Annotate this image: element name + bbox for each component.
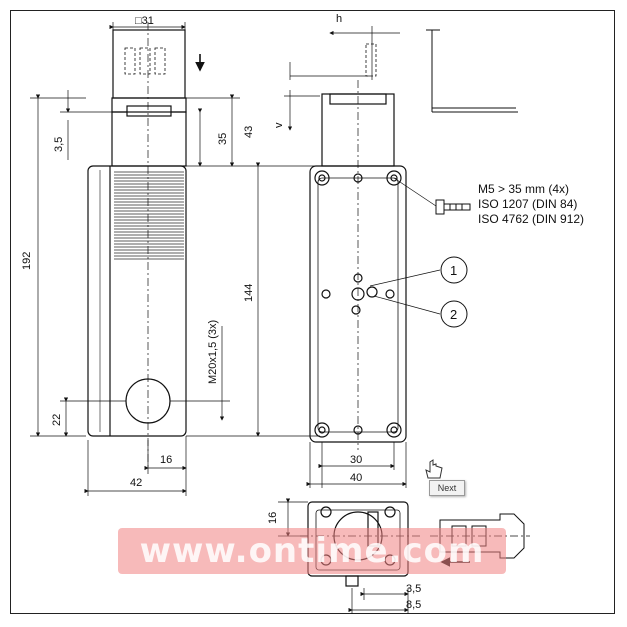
callout-1: 1	[440, 256, 468, 284]
actuator-hidden-lines	[124, 47, 166, 75]
screw-note-line3: ISO 4762 (DIN 912)	[478, 212, 584, 226]
side-view	[87, 22, 205, 470]
side-view-dims	[30, 22, 320, 496]
offset-v-label: v	[273, 122, 285, 128]
dim-30: 30	[350, 454, 362, 466]
dim-42: 42	[130, 477, 142, 489]
dim-8-5: 8,5	[406, 599, 421, 611]
watermark-banner	[118, 528, 506, 574]
screw-icon	[435, 199, 471, 215]
dim-144: 144	[243, 284, 255, 302]
dim-top-width: □31	[135, 15, 154, 27]
dim-43: 43	[243, 126, 255, 138]
callout-2: 2	[440, 300, 468, 328]
offset-detail	[365, 29, 518, 113]
next-button[interactable]: Next	[429, 480, 465, 496]
dim-22: 22	[51, 414, 63, 426]
offset-h-label: h	[336, 13, 342, 25]
dim-35: 35	[217, 133, 229, 145]
drawing-frame	[10, 10, 615, 614]
callout-1-label: 1	[450, 263, 457, 278]
dim-192: 192	[21, 252, 33, 270]
dim-3-5-left: 3,5	[53, 137, 65, 152]
mounting-holes	[314, 170, 402, 438]
front-view	[309, 80, 407, 450]
dim-thread: M20x1,5 (3x)	[207, 320, 219, 384]
dim-3-5-bottom: 3,5	[406, 583, 421, 595]
dim-40: 40	[350, 472, 362, 484]
front-view-dims	[284, 26, 441, 488]
hand-cursor-icon	[425, 459, 443, 479]
screw-note-line1: M5 > 35 mm (4x)	[478, 182, 569, 196]
callout-2-label: 2	[450, 307, 457, 322]
dim-16-left: 16	[267, 512, 279, 524]
dim-16-bottom: 16	[160, 454, 172, 466]
release-mechanism	[351, 273, 378, 315]
watermark-text: www.ontime.com	[139, 531, 485, 571]
ribbed-grip	[114, 170, 184, 260]
actuator-top	[112, 29, 186, 99]
screw-note-line2: ISO 1207 (DIN 84)	[478, 197, 577, 211]
